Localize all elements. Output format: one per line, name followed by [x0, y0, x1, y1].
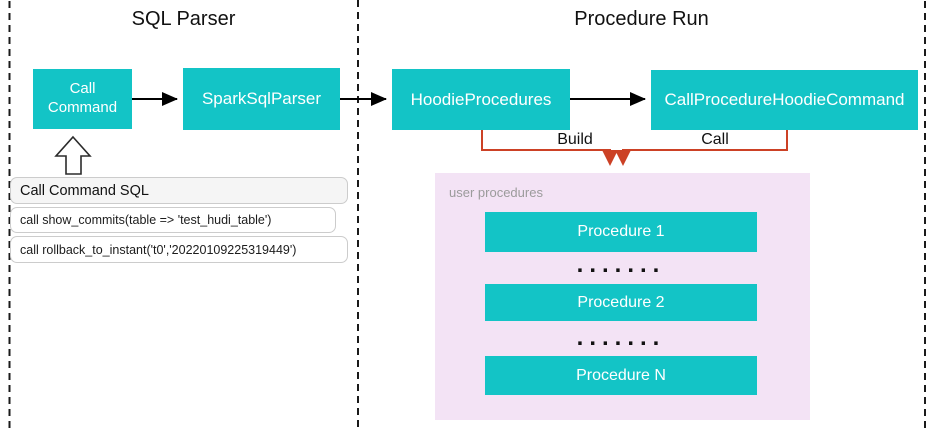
up-arrow-icon [54, 135, 92, 175]
user-procedures-label: user procedures [449, 185, 543, 200]
sql-box-row: call show_commits(table => 'test_hudi_ta… [10, 207, 336, 233]
edge-label-call: Call [701, 131, 729, 148]
sql-box-row: call rollback_to_instant('t0','202201092… [10, 236, 348, 263]
procedures-ellipsis: ....... [576, 251, 666, 278]
node-hoodie-procedures: HoodieProcedures [392, 69, 570, 130]
sql-box-title: Call Command SQL [10, 177, 348, 204]
node-procedure-1: Procedure 1 [485, 212, 757, 252]
edge-label-build: Build [557, 131, 593, 148]
node-call-procedure-hoodie-command: CallProcedureHoodieCommand [651, 70, 918, 130]
section-title-sql-parser: SQL Parser [131, 8, 236, 30]
node-spark-sql-parser: SparkSqlParser [183, 68, 340, 130]
node-call-command: Call Command [33, 69, 132, 129]
section-title-procedure-run: Procedure Run [574, 8, 709, 30]
procedures-ellipsis: ....... [576, 324, 666, 351]
node-procedure-2: Procedure 2 [485, 284, 757, 321]
node-procedure-n: Procedure N [485, 356, 757, 395]
